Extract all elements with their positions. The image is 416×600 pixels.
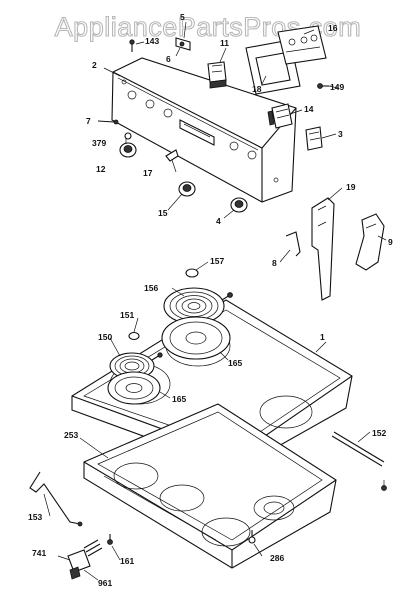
part-label-161: 161 xyxy=(120,556,134,566)
part-label-9: 9 xyxy=(388,237,393,247)
part-label-7: 7 xyxy=(86,116,91,126)
part-label-165-lower: 165 xyxy=(172,394,186,404)
control-panel-backguard xyxy=(111,57,297,203)
part-label-151: 151 xyxy=(120,310,134,320)
knob-15 xyxy=(178,181,196,197)
part-label-5: 5 xyxy=(180,12,185,22)
clip-7 xyxy=(97,119,119,125)
drip-pan-165-lower xyxy=(107,371,161,405)
part-label-286: 286 xyxy=(270,553,284,563)
part-label-14: 14 xyxy=(304,104,314,114)
part-number-labels: 2 143 5 6 11 16 18 149 14 3 7 379 12 17 … xyxy=(28,12,393,588)
clip-8 xyxy=(285,231,301,257)
part-379 xyxy=(124,132,132,140)
switch-11 xyxy=(207,61,227,89)
part-label-4: 4 xyxy=(216,216,221,226)
switch-14 xyxy=(267,103,293,129)
knob-4 xyxy=(230,197,248,213)
part-label-1: 1 xyxy=(320,332,325,342)
knob-12 xyxy=(119,142,137,158)
part-label-149: 149 xyxy=(330,82,344,92)
part-label-741: 741 xyxy=(32,548,46,558)
part-label-253: 253 xyxy=(64,430,78,440)
part-label-11: 11 xyxy=(220,38,229,48)
part-label-2: 2 xyxy=(92,60,97,70)
leader-lines xyxy=(43,21,387,581)
clock-timer-assembly-16-18 xyxy=(245,25,327,95)
part-label-150: 150 xyxy=(98,332,112,342)
terminal-block-741 xyxy=(67,539,103,580)
part-label-379: 379 xyxy=(92,138,106,148)
switch-3 xyxy=(305,126,323,151)
part-151 xyxy=(128,331,140,341)
part-label-156: 156 xyxy=(144,283,158,293)
part-label-17: 17 xyxy=(143,168,153,178)
light-switch-17 xyxy=(165,149,179,162)
screw-161 xyxy=(107,534,113,545)
part-label-3: 3 xyxy=(338,129,343,139)
drip-pan-165-upper xyxy=(161,316,231,360)
screw-143 xyxy=(129,39,135,52)
part-label-143: 143 xyxy=(145,36,159,46)
bracket-19 xyxy=(311,197,335,301)
part-label-8: 8 xyxy=(272,258,277,268)
rod-152 xyxy=(331,431,387,491)
hinge-9 xyxy=(355,213,385,271)
part-label-153: 153 xyxy=(28,512,42,522)
part-label-12: 12 xyxy=(96,164,106,174)
part-label-157: 157 xyxy=(210,256,224,266)
part-label-165-upper: 165 xyxy=(228,358,242,368)
part-286 xyxy=(248,530,256,544)
cap-157 xyxy=(185,268,199,278)
burner-box-253 xyxy=(83,403,337,569)
wire-153 xyxy=(29,471,83,527)
part-label-19: 19 xyxy=(346,182,356,192)
part-label-6: 6 xyxy=(166,54,171,64)
part-label-961: 961 xyxy=(98,578,112,588)
screw-149 xyxy=(317,83,329,89)
part-label-16: 16 xyxy=(328,23,338,33)
part-label-15: 15 xyxy=(158,208,168,218)
switch-bracket-6 xyxy=(175,37,191,51)
part-label-152: 152 xyxy=(372,428,386,438)
part-label-18: 18 xyxy=(252,84,262,94)
